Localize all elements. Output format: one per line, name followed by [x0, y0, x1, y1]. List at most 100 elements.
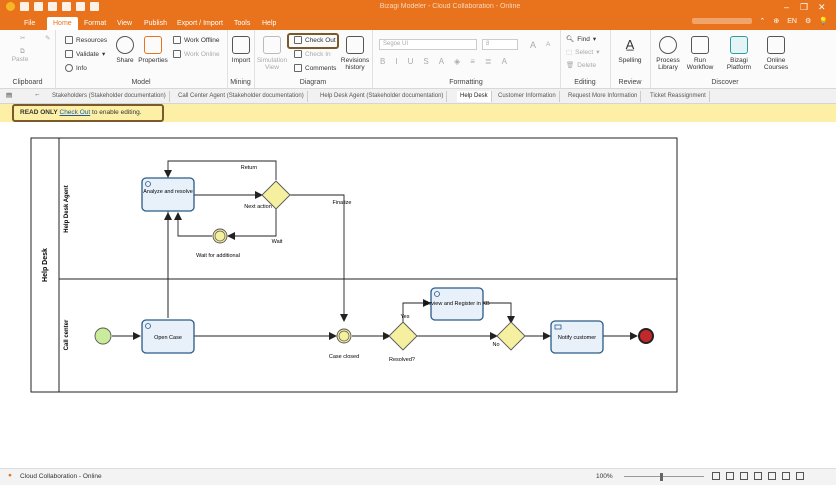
- check-out-link[interactable]: Check Out: [59, 109, 91, 116]
- doc-tab-stakeholders[interactable]: Stakeholders (Stakeholder documentation): [49, 91, 170, 102]
- check-out-button[interactable]: Check Out: [294, 36, 336, 44]
- format-painter-icon[interactable]: ✎: [45, 35, 51, 42]
- minimize-icon[interactable]: –: [784, 2, 790, 12]
- text-color-icon[interactable]: A: [501, 57, 507, 66]
- overview-icon[interactable]: [782, 472, 790, 480]
- run-workflow-button[interactable]: Run Workflow: [682, 36, 718, 71]
- spelling-button[interactable]: A̲Spelling: [618, 37, 642, 64]
- doc-tab-request-more-information[interactable]: Request More Information: [565, 91, 642, 102]
- resources-button[interactable]: Resources: [65, 36, 107, 44]
- share-button[interactable]: Share: [107, 36, 143, 64]
- gateway-next-action[interactable]: [261, 180, 291, 210]
- status-bar: ● Cloud Collaboration - Online 100%: [0, 468, 836, 485]
- check-in-button[interactable]: Check In: [294, 50, 331, 58]
- find-button[interactable]: 🔍︎Find ▾: [566, 35, 597, 44]
- doc-tab-ticket-reassignment[interactable]: Ticket Reassignment: [647, 91, 710, 102]
- open-icon[interactable]: [34, 2, 43, 11]
- label-finalize: Finalize: [333, 200, 352, 206]
- underline-icon[interactable]: U: [407, 57, 414, 66]
- restore-icon[interactable]: ❐: [800, 2, 809, 12]
- back-arrow-icon[interactable]: ←: [34, 91, 41, 98]
- font-size-select[interactable]: 8: [482, 39, 518, 50]
- label-no: No: [492, 342, 499, 348]
- font-family-select[interactable]: Segoe UI: [379, 39, 477, 50]
- task-open-case[interactable]: [141, 319, 195, 354]
- gateway-merge[interactable]: [496, 321, 526, 351]
- search-zoom-icon[interactable]: [754, 472, 762, 480]
- task-notify-customer[interactable]: [550, 320, 604, 354]
- properties-button[interactable]: Properties: [135, 36, 171, 64]
- revisions-history-button[interactable]: Revisions history: [338, 36, 372, 71]
- strikethrough-icon[interactable]: S: [423, 57, 429, 66]
- online-courses-button[interactable]: Online Courses: [758, 36, 794, 71]
- import-button[interactable]: Import: [223, 36, 259, 64]
- tab-file[interactable]: File: [24, 20, 36, 27]
- globe-icon[interactable]: ⊕: [773, 18, 780, 25]
- lightbulb-icon[interactable]: 💡: [819, 18, 828, 25]
- tab-tools[interactable]: Tools: [234, 20, 251, 27]
- fill-icon[interactable]: ◈: [454, 57, 461, 66]
- save-icon[interactable]: [48, 2, 57, 11]
- label-wait-event: Wait for additional: [196, 253, 240, 259]
- language-selector[interactable]: EN: [787, 17, 797, 25]
- delete-button[interactable]: 🗑︎Delete: [566, 61, 597, 70]
- user-account[interactable]: [691, 18, 752, 24]
- doc-tab-customer-information[interactable]: Customer Information: [495, 91, 560, 102]
- cut-icon[interactable]: ✂: [20, 35, 26, 42]
- tab-export-import[interactable]: Export / Import: [177, 20, 223, 27]
- copy-icon[interactable]: ⧉: [20, 48, 25, 55]
- simulation-view-button[interactable]: Simulation View: [254, 36, 290, 71]
- start-event[interactable]: [94, 327, 112, 345]
- undo-icon[interactable]: [76, 2, 85, 11]
- tab-publish[interactable]: Publish: [144, 20, 167, 27]
- tab-format[interactable]: Format: [84, 20, 107, 27]
- redo-icon[interactable]: [90, 2, 99, 11]
- zoom-slider-track[interactable]: [624, 476, 704, 477]
- new-icon[interactable]: [20, 2, 29, 11]
- work-offline-button[interactable]: Work Offline: [173, 36, 220, 44]
- revisions-icon: [346, 36, 364, 54]
- process-library-button[interactable]: Process Library: [650, 36, 686, 71]
- pool[interactable]: [30, 137, 678, 393]
- collapse-ribbon-icon[interactable]: ⌃: [759, 18, 766, 25]
- task-review-register[interactable]: [430, 287, 484, 321]
- task-analyze-resolve[interactable]: [141, 177, 195, 212]
- shrink-font-icon[interactable]: A: [546, 41, 551, 48]
- paste-button[interactable]: Paste: [11, 56, 29, 63]
- end-event[interactable]: [638, 328, 654, 344]
- grow-font-icon[interactable]: A: [530, 40, 537, 50]
- save-as-icon[interactable]: [62, 2, 71, 11]
- line-color-icon[interactable]: ≡: [470, 57, 475, 66]
- close-icon[interactable]: ✕: [818, 2, 826, 12]
- info-button[interactable]: Info: [65, 64, 87, 72]
- tab-help[interactable]: Help: [262, 20, 277, 27]
- document-tabs: ▤ ← Stakeholders (Stakeholder documentat…: [0, 89, 836, 104]
- line-style-icon[interactable]: ≣: [484, 57, 492, 66]
- work-online-button[interactable]: Work Online: [173, 50, 220, 58]
- comments-button[interactable]: Comments: [294, 64, 336, 72]
- doc-tab-call-center-agent[interactable]: Call Center Agent (Stakeholder documenta…: [175, 91, 308, 102]
- font-color-icon[interactable]: A: [438, 57, 445, 66]
- gateway-resolved[interactable]: [388, 321, 418, 351]
- settings-icon[interactable]: ⚙: [805, 18, 812, 25]
- diagram-canvas[interactable]: Help Desk Help Desk Agent Call center An…: [0, 123, 836, 468]
- tab-view[interactable]: View: [117, 20, 133, 27]
- doc-tab-help-desk[interactable]: Help Desk: [457, 91, 492, 102]
- bizagi-platform-button[interactable]: Bizagi Platform: [718, 36, 760, 71]
- diagram-list-icon[interactable]: ▤: [6, 92, 13, 99]
- select-button[interactable]: ⬚Select ▾: [566, 48, 600, 57]
- fit-page-icon[interactable]: [726, 472, 734, 480]
- tab-home[interactable]: Home: [47, 17, 78, 30]
- validate-button[interactable]: Validate ▾: [65, 50, 105, 58]
- doc-tab-help-desk-agent[interactable]: Help Desk Agent (Stakeholder documentati…: [317, 91, 448, 102]
- italic-icon[interactable]: I: [395, 57, 398, 66]
- zoom-slider-thumb[interactable]: [660, 473, 663, 481]
- zoom-in-icon[interactable]: [712, 472, 720, 480]
- actual-size-icon[interactable]: [740, 472, 748, 480]
- bold-icon[interactable]: B: [380, 57, 386, 66]
- grid-icon[interactable]: [768, 472, 776, 480]
- check-out-icon: [294, 36, 302, 44]
- task-notify-label: Notify customer: [558, 335, 596, 341]
- fullscreen-icon[interactable]: [796, 472, 804, 480]
